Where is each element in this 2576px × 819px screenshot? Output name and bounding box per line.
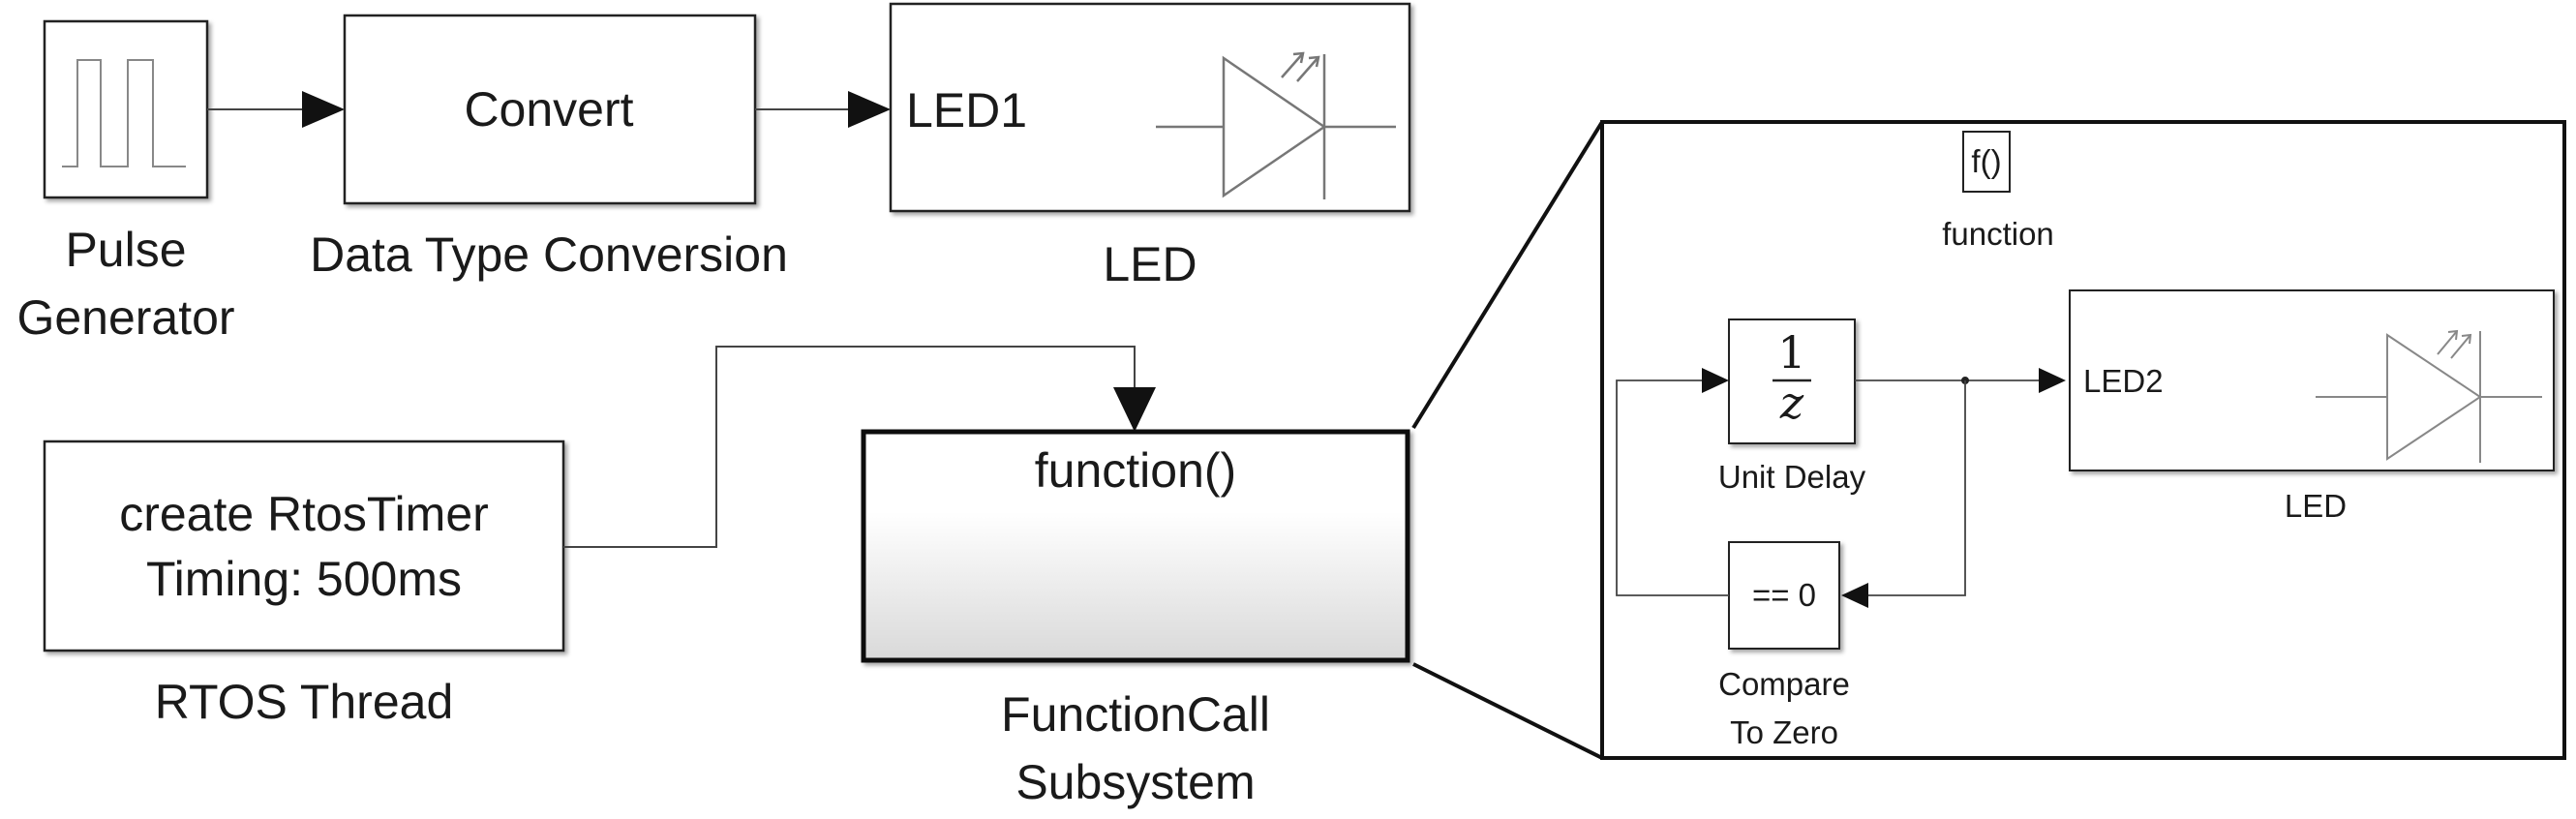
function-call-subsystem-label-line2: Subsystem bbox=[1015, 755, 1255, 809]
signal-arrow bbox=[848, 91, 891, 128]
feedback-signal-line[interactable] bbox=[1868, 380, 1966, 596]
compare-to-zero-text: == 0 bbox=[1752, 577, 1816, 613]
zoom-connector-line bbox=[1411, 120, 1604, 430]
function-call-subsystem-label: FunctionCall bbox=[1001, 687, 1270, 742]
signal-arrow bbox=[1841, 583, 1868, 608]
rtos-thread-label: RTOS Thread bbox=[155, 675, 454, 729]
function-trigger-block[interactable] bbox=[1962, 131, 2011, 193]
data-type-conversion-label: Data Type Conversion bbox=[310, 228, 788, 282]
compare-to-zero-block[interactable] bbox=[1728, 541, 1840, 650]
convert-block-text: Convert bbox=[464, 82, 633, 136]
data-type-conversion-block[interactable] bbox=[343, 14, 757, 205]
unit-delay-label: Unit Delay bbox=[1718, 459, 1866, 495]
pulse-generator-label: Pulse bbox=[65, 223, 186, 277]
led-inner-label: LED bbox=[2285, 488, 2347, 524]
function-block-label: function bbox=[1942, 216, 2054, 252]
compare-to-zero-label: Compare bbox=[1718, 666, 1850, 702]
signal-arrow bbox=[2039, 368, 2066, 393]
led-diode-icon bbox=[1156, 51, 1396, 199]
led2-port-label: LED2 bbox=[2083, 363, 2164, 399]
unit-delay-denominator: z bbox=[1779, 377, 1804, 429]
led-inner-block[interactable] bbox=[2069, 289, 2555, 471]
feedback-signal-line[interactable] bbox=[1616, 379, 1729, 596]
led-top-block[interactable] bbox=[889, 2, 1411, 213]
trigger-arrow bbox=[1113, 387, 1156, 432]
function-call-signal-line[interactable] bbox=[563, 346, 1136, 548]
rtos-thread-text-line1: create RtosTimer bbox=[119, 487, 489, 541]
pulse-generator-label-line2: Generator bbox=[16, 290, 234, 345]
rtos-thread-block[interactable] bbox=[43, 440, 565, 652]
zoom-connector-line bbox=[1412, 662, 1603, 760]
signal-arrow bbox=[1702, 368, 1729, 393]
unit-delay-numerator: 1 bbox=[1777, 326, 1805, 379]
function-block-text: f() bbox=[1971, 143, 2001, 179]
compare-to-zero-label-line2: To Zero bbox=[1730, 714, 1838, 750]
led-diode-icon bbox=[2316, 329, 2542, 463]
subsystem-trigger-port-label: function() bbox=[1035, 443, 1236, 498]
led1-port-label: LED1 bbox=[906, 83, 1027, 137]
pulse-generator-block[interactable] bbox=[43, 19, 209, 199]
rtos-thread-text-line2: Timing: 500ms bbox=[146, 552, 462, 606]
signal-arrow bbox=[302, 91, 345, 128]
pulse-waveform-icon bbox=[62, 59, 186, 167]
function-call-subsystem-block[interactable] bbox=[861, 429, 1410, 663]
led-top-label: LED bbox=[1103, 237, 1197, 291]
